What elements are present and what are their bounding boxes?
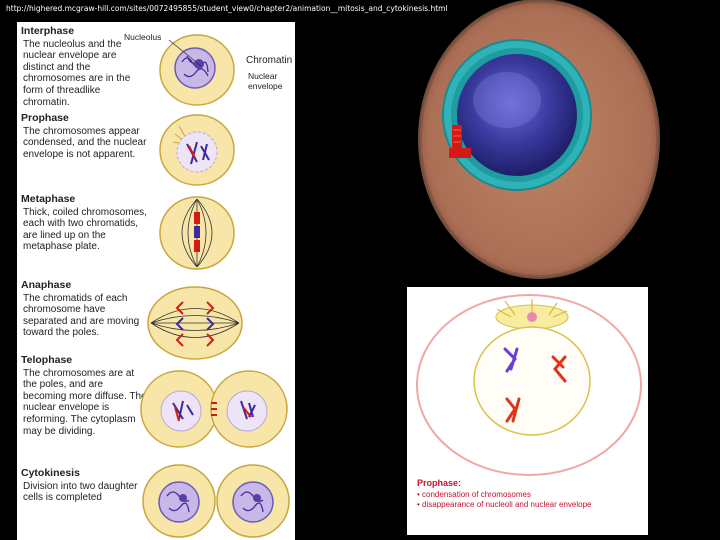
phase-description: The chromosomes are at the poles, and ar… [23, 367, 147, 437]
phase-prophase: Prophase The chromosomes appear condense… [21, 112, 149, 160]
phase-title: Anaphase [21, 279, 72, 291]
cytokinesis-cells [142, 464, 290, 538]
cytokinesis-cell-illustration [141, 462, 291, 540]
label-chromatin: Chromatin [246, 55, 293, 66]
phase-title: Prophase [21, 112, 69, 124]
phase-description: Thick, coiled chromosomes, each with two… [23, 206, 147, 253]
prophase-cell [159, 114, 235, 186]
phase-description: The chromatids of each chromosome have s… [23, 292, 140, 339]
centrioles-icon [449, 125, 471, 158]
phase-title: Cytokinesis [21, 467, 80, 479]
prophase-detail-cell [416, 294, 642, 476]
large-cell [418, 0, 660, 279]
phase-title: Metaphase [21, 193, 76, 205]
prophase-caption-title: Prophase: [417, 478, 462, 488]
label-nucleolus: Nucleolus [124, 32, 162, 42]
metaphase-cell-illustration [157, 194, 237, 277]
phase-telophase: Telophase The chromosomes are at the pol… [21, 354, 149, 437]
animated-cell-illustration [405, 0, 685, 283]
label-nuclear-envelope: Nuclear envelope [248, 71, 283, 91]
source-url: http://highered.mcgraw-hill.com/sites/00… [6, 4, 448, 13]
prophase-caption-bullet: • disappearance of nucleoli and nuclear … [417, 500, 592, 509]
phase-cytokinesis: Cytokinesis Division into two daughter c… [21, 467, 149, 504]
anaphase-cell-illustration [145, 284, 245, 367]
interphase-cell [159, 34, 235, 106]
nucleolus-pointer [168, 39, 202, 67]
phase-description: The chromosomes appear condensed, and th… [23, 125, 147, 160]
telophase-cells [140, 370, 288, 448]
prophase-caption-bullet: • condensation of chromosomes [417, 490, 531, 499]
phase-title: Telophase [21, 354, 73, 366]
phase-interphase: Interphase The nucleolus and the nuclear… [21, 25, 149, 108]
phase-title: Interphase [21, 25, 75, 37]
metaphase-cell [159, 196, 235, 270]
phase-metaphase: Metaphase Thick, coiled chromosomes, eac… [21, 193, 149, 253]
interphase-cell-illustration [157, 32, 237, 113]
phase-description: The nucleolus and the nuclear envelope a… [23, 38, 131, 108]
phase-description: Division into two daughter cells is comp… [23, 480, 138, 504]
prophase-detail-panel: Prophase: • condensation of chromosomes … [407, 287, 648, 535]
prophase-cell-illustration [157, 112, 237, 193]
anaphase-cell [147, 286, 243, 360]
mitosis-phases-panel: Interphase The nucleolus and the nuclear… [17, 22, 295, 540]
telophase-cell-illustration [139, 367, 289, 456]
phase-anaphase: Anaphase The chromatids of each chromoso… [21, 279, 149, 339]
